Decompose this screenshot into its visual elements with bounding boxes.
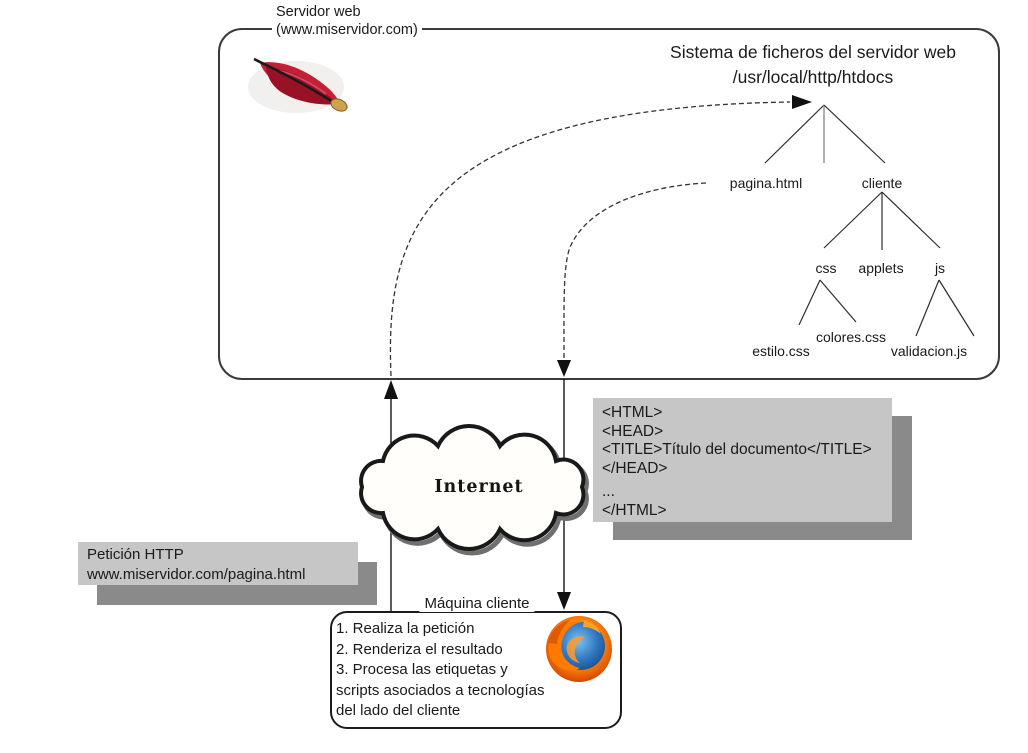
client-step-lines: 1. Realiza la petición 2. Renderiza el re… (336, 619, 586, 722)
tree-node-estilo-css: estilo.css (750, 343, 812, 359)
server-box (218, 28, 1000, 380)
internet-label: Internet (434, 477, 524, 497)
tree-node-js: js (932, 260, 948, 276)
client-step-line: 3. Procesa las etiquetas y (336, 661, 508, 678)
http-request-line: Petición HTTP (87, 546, 184, 563)
tree-node-cliente: cliente (859, 175, 905, 191)
filesystem-title: Sistema de ficheros del servidor web /us… (670, 40, 956, 90)
client-machine-label: Máquina cliente (419, 595, 535, 612)
apache-feather-icon (244, 54, 348, 118)
html-code-line: <HEAD> (602, 422, 664, 440)
http-request-line: www.miservidor.com/pagina.html (87, 566, 306, 583)
client-machine-steps: 1. Realiza la petición 2. Renderiza el re… (336, 619, 586, 722)
client-step-line: del lado del cliente (336, 702, 461, 719)
html-code-line: </HEAD> (602, 459, 668, 477)
tree-node-colores-css: colores.css (813, 329, 889, 345)
filesystem-title-line2: /usr/local/http/htdocs (732, 67, 894, 87)
html-code-box: <HTML><HEAD><TITLE>Título del documento<… (593, 398, 892, 522)
client-step-line: 1. Realiza la petición (336, 620, 475, 637)
filesystem-title-line1: Sistema de ficheros del servidor web (670, 42, 956, 62)
html-code-line: </HTML> (602, 501, 667, 519)
server-name: Servidor web (276, 4, 361, 20)
tree-node-applets: applets (856, 260, 906, 276)
firefox-icon (540, 613, 618, 684)
tree-node-validacion-js: validacion.js (888, 343, 970, 359)
http-request-lines: Petición HTTP www.miservidor.com/pagina.h… (87, 545, 358, 585)
tree-node-pagina-html: pagina.html (727, 175, 805, 191)
html-code-lines: <HTML><HEAD><TITLE>Título del documento<… (602, 404, 892, 520)
html-code-line: ... (602, 483, 615, 500)
html-code-line: <TITLE>Título del documento</TITLE> (602, 441, 872, 458)
html-code-line: <HTML> (602, 404, 663, 421)
http-request-box: Petición HTTP www.miservidor.com/pagina.h… (78, 542, 358, 585)
server-url: (www.miservidor.com) (276, 21, 418, 38)
server-box-label: Servidor web (www.miservidor.com) (272, 4, 422, 39)
client-step-line: scripts asociados a tecnologías (336, 681, 545, 699)
client-step-line: 2. Renderiza el resultado (336, 640, 503, 658)
tree-node-css: css (813, 260, 839, 276)
